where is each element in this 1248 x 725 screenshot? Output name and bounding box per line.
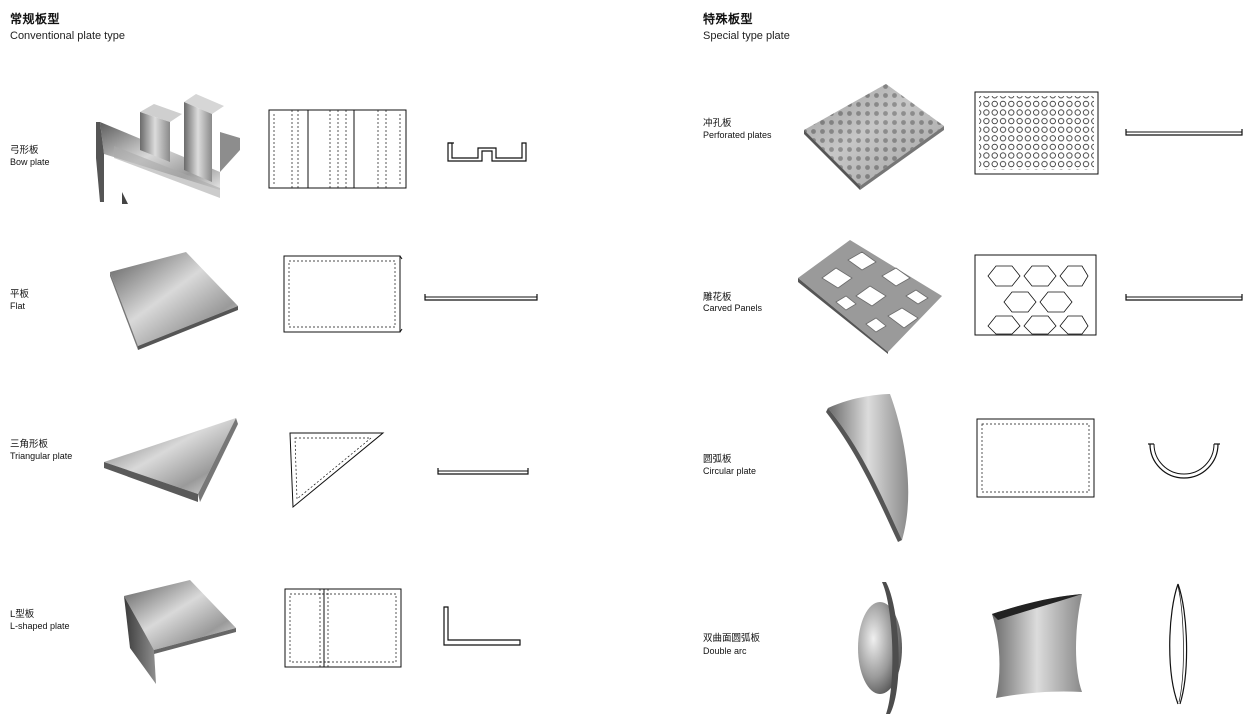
carved-panel-render bbox=[798, 240, 942, 354]
l-shaped-plate-label-zh: L型板 bbox=[10, 609, 35, 620]
bow-plate-section bbox=[447, 142, 527, 162]
bow-plate-label-en: Bow plate bbox=[10, 157, 50, 167]
circular-plate-render bbox=[826, 394, 909, 542]
conventional-title-zh: 常规板型 bbox=[10, 12, 61, 26]
double-arc-section bbox=[1169, 583, 1188, 705]
carved-label-zh: 雕花板 bbox=[703, 292, 732, 303]
triangular-plate-render bbox=[104, 418, 238, 502]
flat-label-en: Flat bbox=[10, 301, 26, 311]
bow-plate-label-zh: 弓形板 bbox=[10, 145, 39, 156]
circular-plate-section bbox=[1148, 443, 1220, 479]
circular-label-en: Circular plate bbox=[703, 466, 757, 476]
double-arc-label-en: Double arc bbox=[703, 646, 747, 656]
l-shaped-plate-section bbox=[443, 606, 521, 646]
special-title-en: Special type plate bbox=[703, 30, 790, 42]
carved-panel-section bbox=[1125, 294, 1243, 301]
l-shaped-plate-render bbox=[124, 580, 236, 684]
flat-label-zh: 平板 bbox=[10, 289, 30, 300]
perforated-plate-plan bbox=[974, 91, 1099, 175]
circular-plate-plan bbox=[976, 418, 1095, 498]
triangular-plate-label-zh: 三角形板 bbox=[10, 439, 49, 450]
double-arc-render-sheet bbox=[992, 594, 1082, 698]
triangular-plate-plan bbox=[289, 432, 385, 509]
bow-plate-render bbox=[96, 94, 240, 204]
perforated-label-zh: 冲孔板 bbox=[703, 118, 732, 129]
special-title-zh: 特殊板型 bbox=[703, 12, 754, 26]
carved-panel-plan bbox=[974, 254, 1097, 336]
flat-plate-plan bbox=[283, 255, 403, 333]
flat-plate-section bbox=[424, 294, 538, 301]
circular-label-zh: 圆弧板 bbox=[703, 454, 732, 465]
conventional-title-en: Conventional plate type bbox=[10, 30, 125, 42]
double-arc-render-dome bbox=[858, 582, 902, 714]
perforated-plate-section bbox=[1125, 129, 1243, 136]
l-shaped-plate-label-en: L-shaped plate bbox=[10, 621, 70, 631]
double-arc-label-zh: 双曲面圆弧板 bbox=[703, 633, 761, 644]
l-shaped-plate-plan bbox=[284, 588, 402, 668]
perforated-plate-render bbox=[804, 84, 944, 190]
flat-plate-render bbox=[110, 252, 238, 350]
triangular-plate-label-en: Triangular plate bbox=[10, 451, 73, 461]
triangular-plate-section bbox=[437, 468, 529, 475]
carved-label-en: Carved Panels bbox=[703, 303, 763, 313]
perforated-label-en: Perforated plates bbox=[703, 130, 772, 140]
bow-plate-plan bbox=[268, 109, 407, 189]
